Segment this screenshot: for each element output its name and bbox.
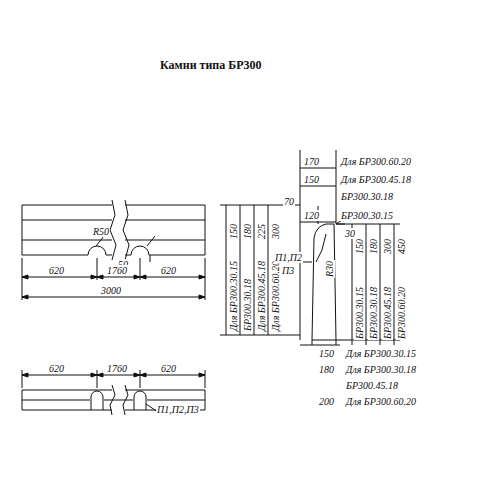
dimension-label: БР300.30.15: [354, 286, 365, 340]
dimension-label: Для БР300.30.18: [345, 364, 417, 375]
dimension-line: [220, 205, 300, 335]
dimension-label: 1760: [106, 363, 128, 374]
dimension-line: [336, 224, 400, 345]
dimension-label: П3: [281, 265, 295, 276]
dimension-label: П1,П2,П3: [156, 404, 200, 415]
dimension-label: Для БР300.60.20: [340, 156, 412, 167]
dimension-label: БР300.45.18: [382, 286, 393, 340]
dimension-label: Для БР300.45.18: [340, 174, 412, 185]
dimension-label: 120: [303, 210, 320, 221]
overall-dimension: 3000: [100, 285, 122, 296]
dimension-label: Для БР300.45.18: [256, 260, 267, 332]
dimension-line: [300, 150, 345, 345]
dimension-label: 180: [318, 364, 335, 375]
dimension-label: 450: [396, 238, 407, 255]
dimension-label: П1,П2: [274, 252, 303, 263]
lifting-loop-section: [316, 234, 326, 262]
dimension-value: 620: [48, 265, 65, 276]
dimension-label: 180: [368, 238, 379, 255]
lifting-notch: [88, 246, 149, 255]
dimension-label: 150: [228, 223, 239, 240]
dimension-label: БР300.60.20: [396, 286, 407, 340]
dimension-label: 200: [318, 396, 335, 407]
dimension-label: 620: [48, 363, 65, 374]
dimension-label: 150: [354, 238, 365, 255]
dimension-label: 620: [160, 363, 177, 374]
dimension-arrow: [22, 275, 205, 299]
dimension-label: R30: [324, 260, 335, 278]
stone-top-view: [22, 205, 205, 255]
dimension-label: Для БР300.30.15: [228, 260, 239, 332]
dimension-line: [22, 255, 205, 300]
lifting-loop: [91, 391, 146, 410]
dimension-value: 1760: [106, 265, 128, 276]
dimension-label: 180: [242, 223, 253, 240]
dimension-label: 150: [318, 348, 335, 359]
dimension-label: БР300.30.15: [340, 210, 394, 221]
leader-line: [96, 236, 155, 246]
dimension-label: 300: [382, 238, 393, 255]
dimension-label: 300: [270, 223, 281, 240]
drawing-title: Камни типа БР300: [160, 58, 262, 73]
dimension-label: Для БР300.30.15: [345, 348, 417, 359]
break-line: [110, 200, 129, 260]
dimension-label: 225: [256, 223, 267, 240]
dimension-label: 170: [303, 156, 320, 167]
dimension-label: БР300.30.18: [340, 191, 394, 202]
dimension-label: 70: [283, 196, 295, 207]
dimension-label: БР300.30.18: [368, 286, 379, 340]
dimension-label: БР300.30.18: [242, 278, 253, 332]
dimension-label: Для БР300.60.20: [345, 396, 417, 407]
radius-dimension: R50: [92, 226, 110, 237]
dimension-label: Для БР300.60.20: [270, 260, 281, 332]
dimension-label: БР300.45.18: [345, 380, 399, 391]
break-line: [110, 385, 128, 415]
dimension-value: 620: [160, 265, 177, 276]
stone-cross-section: [312, 224, 336, 340]
dimension-label: 150: [303, 174, 320, 185]
